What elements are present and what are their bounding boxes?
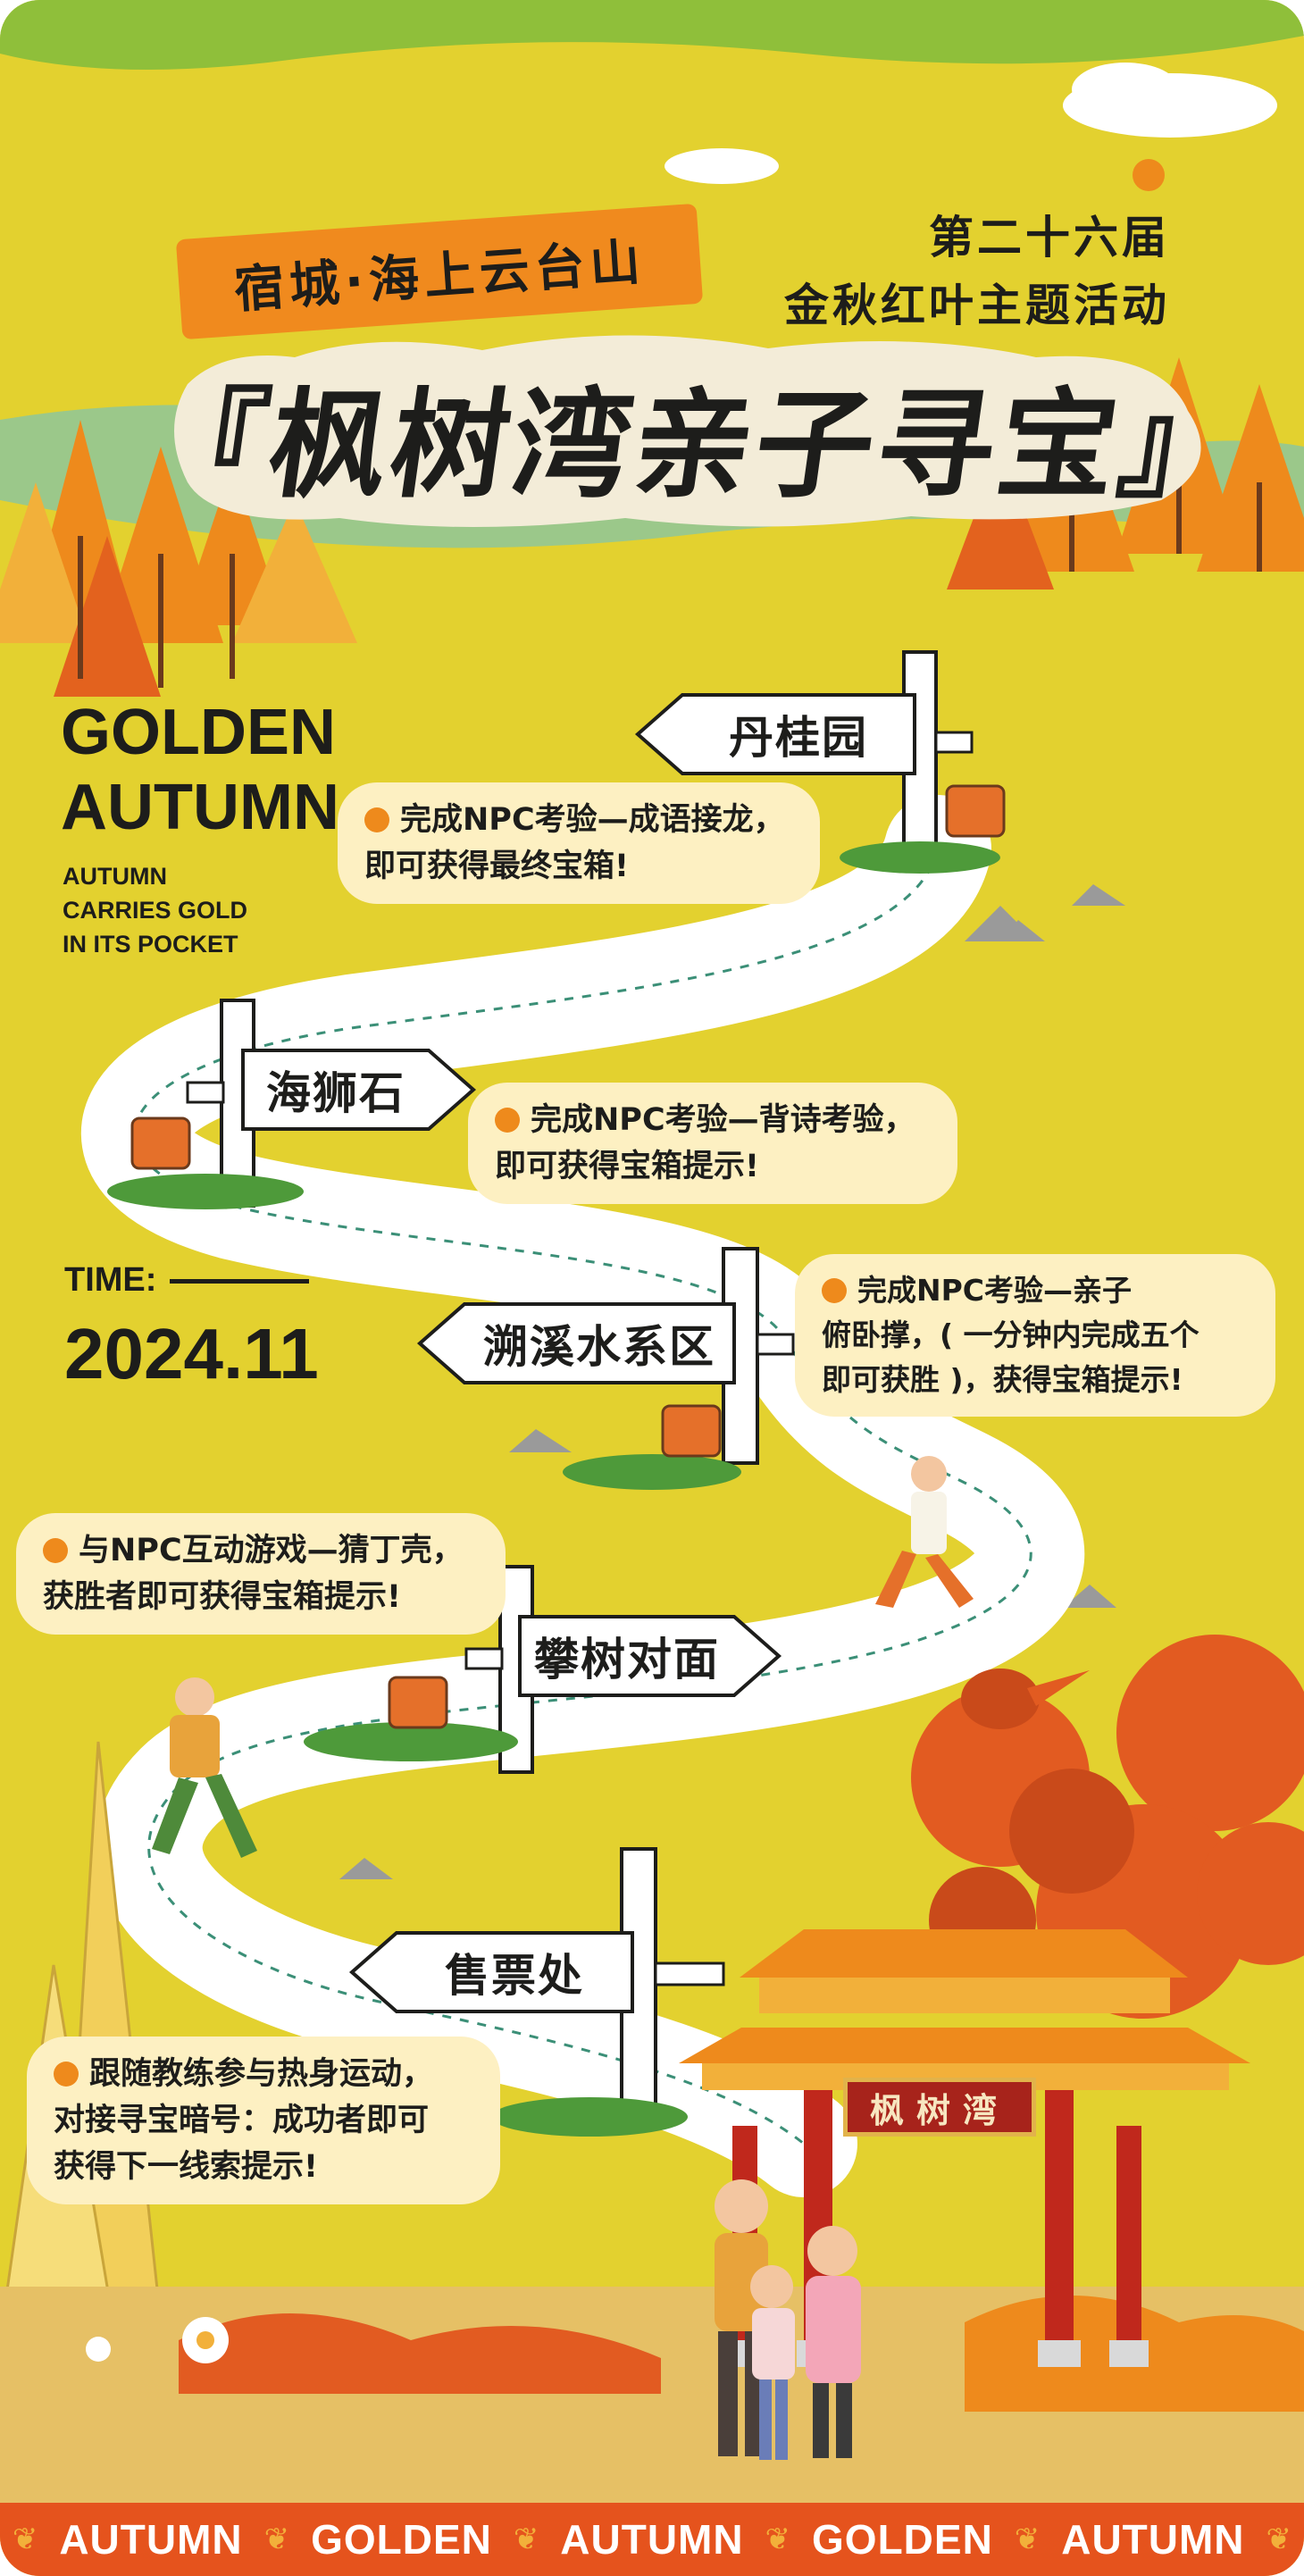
sign-suxi: 溯溪水系区	[483, 1321, 715, 1373]
leaf-icon: ❦	[513, 2522, 539, 2557]
time-label: TIME:	[64, 1261, 157, 1299]
location-text: 宿城·海上云台山	[232, 232, 648, 320]
edition-text: 第二十六届 金秋红叶主题活动	[784, 204, 1170, 339]
task-4-line2: 获胜者即可获得宝箱提示!	[43, 1579, 401, 1615]
leaf-icon: ❦	[1014, 2522, 1041, 2557]
task-2-line1: 完成NPC考验—背诗考验，	[531, 1102, 915, 1138]
edition-line1: 第二十六届	[929, 212, 1170, 263]
runner-illustration	[152, 1677, 257, 1858]
main-title-text: 『枫树湾亲子寻宝』	[138, 376, 1252, 514]
bullet-dot	[54, 2062, 79, 2087]
golden-word: GOLDEN	[61, 697, 337, 768]
task-4-line1: 与NPC互动游戏—猜丁壳，	[79, 1533, 464, 1568]
task-5-line3: 获得下一线索提示!	[54, 2149, 318, 2185]
leaf-icon: ❦	[12, 2522, 38, 2557]
autumn-word: AUTUMN	[61, 772, 339, 843]
time-divider	[170, 1279, 309, 1284]
band-word-1: AUTUMN	[59, 2516, 243, 2563]
family-illustration	[715, 2179, 861, 2460]
slogan-sub-line1: AUTUMN	[63, 863, 167, 890]
main-title: 『枫树湾亲子寻宝』	[139, 350, 1252, 520]
task-1-line2: 即可获得最终宝箱!	[364, 849, 629, 884]
task-3-line3: 即可获胜 )，获得宝箱提示!	[822, 1362, 1183, 1397]
task-bubble-5: 跟随教练参与热身运动， 对接寻宝暗号：成功者即可 获得下一线索提示!	[27, 2037, 500, 2204]
band-word-3: AUTUMN	[560, 2516, 744, 2563]
bullet-dot	[43, 1538, 68, 1563]
golden-autumn-heading: GOLDEN AUTUMN	[61, 695, 339, 845]
sign-haishishi: 海狮石	[266, 1067, 405, 1119]
hiker-illustration	[875, 1456, 974, 1608]
leaf-icon: ❦	[263, 2522, 290, 2557]
leaf-icon: ❦	[1266, 2522, 1292, 2557]
band-word-4: GOLDEN	[812, 2516, 993, 2563]
slogan-sub: AUTUMN CARRIES GOLD IN ITS POCKET	[63, 859, 247, 961]
bottom-band: ❦ AUTUMN ❦ GOLDEN ❦ AUTUMN ❦ GOLDEN ❦ AU…	[0, 2503, 1304, 2576]
band-word-2: GOLDEN	[311, 2516, 492, 2563]
task-bubble-2: 完成NPC考验—背诗考验， 即可获得宝箱提示!	[468, 1083, 957, 1204]
task-3-line1: 完成NPC考验—亲子	[857, 1273, 1133, 1308]
leaf-icon: ❦	[765, 2522, 791, 2557]
gate-plaque: 枫树湾	[843, 2078, 1036, 2137]
gate-plaque-text: 枫树湾	[869, 2089, 1009, 2130]
task-2-line2: 即可获得宝箱提示!	[495, 1149, 759, 1184]
bullet-dot	[364, 807, 389, 832]
band-word-5: AUTUMN	[1061, 2516, 1245, 2563]
sign-panshu: 攀树对面	[534, 1634, 720, 1685]
edition-line2: 金秋红叶主题活动	[784, 280, 1170, 331]
date-value: 2024.11	[64, 1314, 319, 1393]
slogan-sub-line2: CARRIES GOLD	[63, 897, 248, 924]
slogan-sub-line3: IN ITS POCKET	[63, 931, 238, 958]
task-5-line1: 跟随教练参与热身运动，	[89, 2056, 434, 2092]
task-bubble-4: 与NPC互动游戏—猜丁壳， 获胜者即可获得宝箱提示!	[16, 1513, 506, 1635]
task-3-line2: 俯卧撑，( 一分钟内完成五个	[822, 1317, 1200, 1352]
task-bubble-3: 完成NPC考验—亲子 俯卧撑，( 一分钟内完成五个 即可获胜 )，获得宝箱提示!	[795, 1254, 1275, 1417]
bullet-dot	[822, 1278, 847, 1303]
gate-illustration	[679, 1929, 1250, 2367]
sign-danguiyuan: 丹桂园	[729, 712, 868, 764]
task-5-line2: 对接寻宝暗号：成功者即可	[54, 2103, 430, 2138]
task-bubble-1: 完成NPC考验—成语接龙， 即可获得最终宝箱!	[338, 782, 820, 904]
task-1-line1: 完成NPC考验—成语接龙，	[400, 802, 785, 838]
sign-shoupiaochu: 售票处	[445, 1950, 584, 2002]
bullet-dot	[495, 1108, 520, 1133]
